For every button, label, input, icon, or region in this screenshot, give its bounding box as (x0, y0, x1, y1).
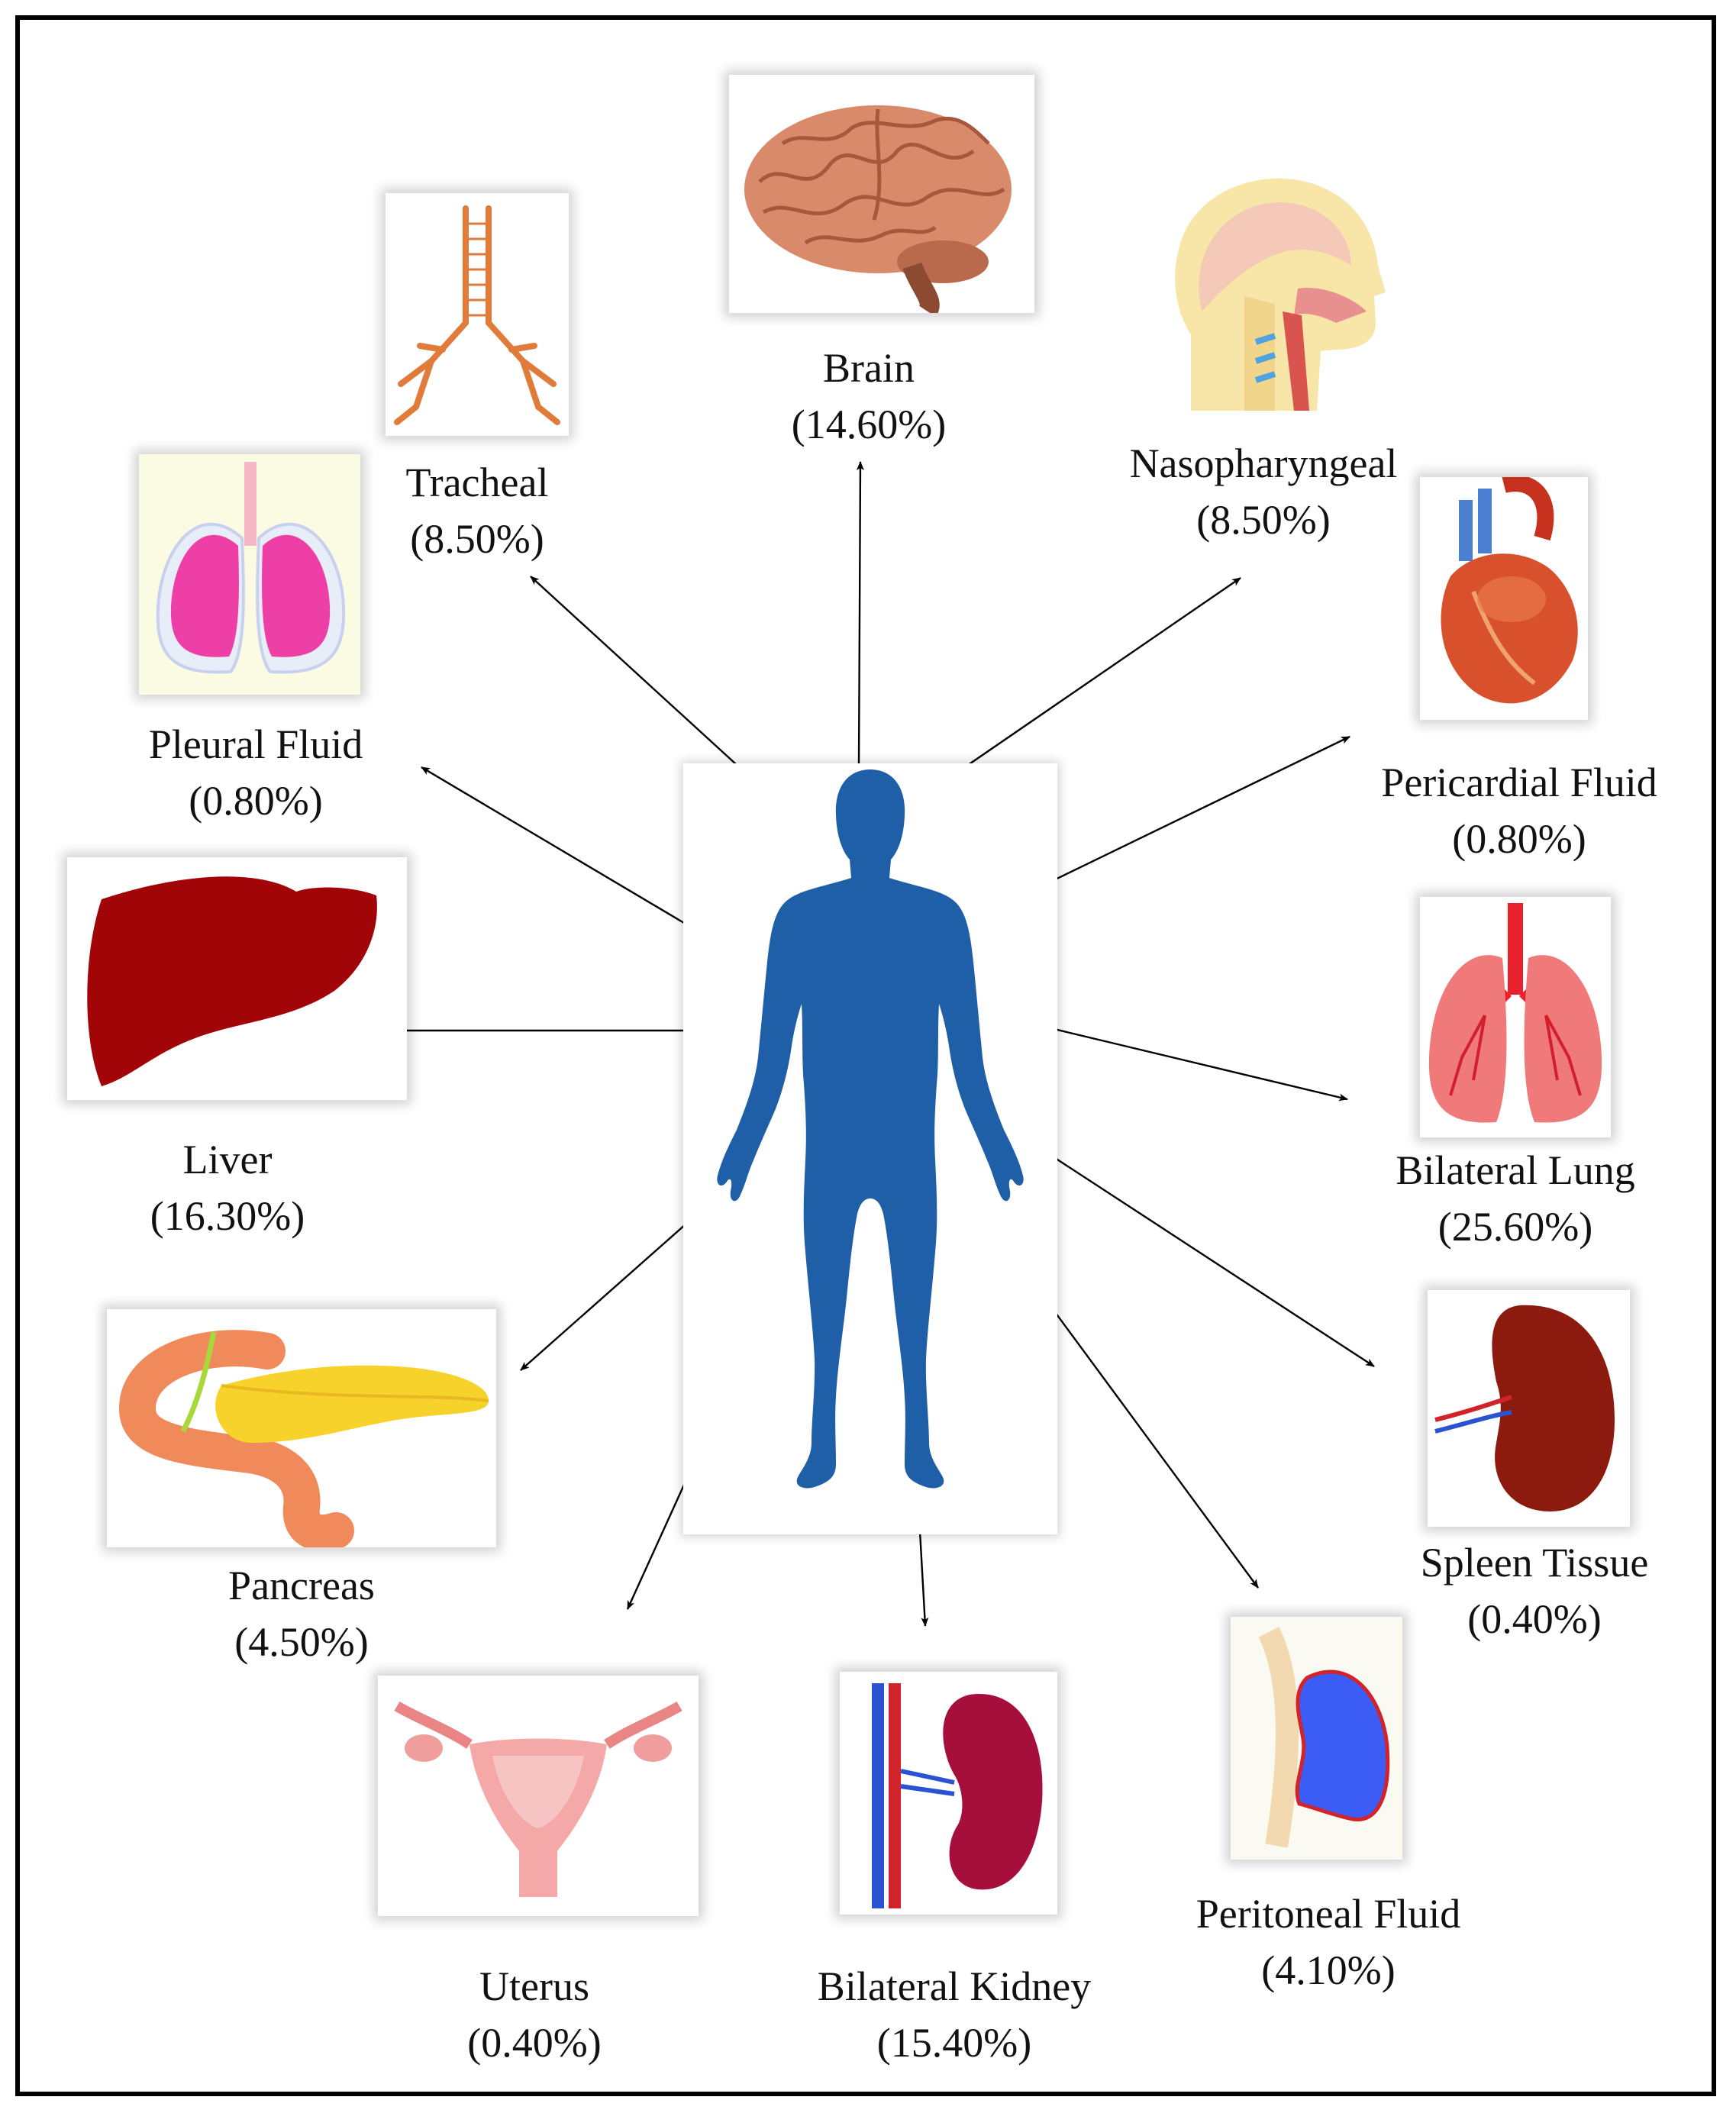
label-bilateral-lung: Bilateral Lung (25.60%) (1396, 1142, 1634, 1255)
peritoneal-fluid-card (1231, 1617, 1402, 1860)
peritoneum-icon (1231, 1617, 1402, 1860)
label-peritoneal-fluid: Peritoneal Fluid (4.10%) (1196, 1886, 1460, 1998)
uterus-icon (394, 1701, 682, 1897)
diagram-frame (15, 15, 1716, 2096)
brain-icon (744, 105, 1012, 313)
label-tracheal: Tracheal (8.50%) (406, 454, 549, 567)
label-bilateral-kidney: Bilateral Kidney (15.40%) (818, 1958, 1091, 2071)
spleen-tissue-card (1428, 1290, 1630, 1527)
tracheal-card (386, 193, 569, 436)
organ-name: Nasopharyngeal (1129, 440, 1398, 486)
organ-name: Pleural Fluid (148, 721, 363, 767)
label-uterus: Uterus (0.40%) (467, 1958, 601, 2071)
human-body-icon (717, 769, 1024, 1489)
human-body-card (683, 763, 1057, 1534)
organ-name: Spleen Tissue (1420, 1540, 1649, 1586)
label-nasopharyngeal: Nasopharyngeal (8.50%) (1130, 435, 1398, 548)
head-section-icon (1175, 178, 1386, 411)
organ-percent: (8.50%) (1196, 497, 1331, 543)
arrow-brain (856, 461, 864, 768)
lungs-pink-icon (139, 454, 360, 695)
organ-percent: (0.40%) (467, 2020, 602, 2066)
organ-percent: (25.60%) (1438, 1204, 1593, 1250)
organ-percent: (0.40%) (1467, 1596, 1602, 1642)
nasopharyngeal-card (1160, 159, 1397, 415)
label-brain: Brain (14.60%) (792, 340, 946, 453)
label-spleen-tissue: Spleen Tissue (0.40%) (1421, 1534, 1649, 1647)
heart-icon (1441, 477, 1578, 704)
bilateral-kidney-card (840, 1672, 1057, 1915)
label-pleural-fluid: Pleural Fluid (0.80%) (149, 716, 363, 829)
pericardial-fluid-card (1420, 477, 1588, 720)
organ-percent: (0.80%) (1452, 816, 1586, 862)
label-liver: Liver (16.30%) (150, 1131, 305, 1244)
organ-name: Pancreas (228, 1563, 375, 1608)
organ-percent: (15.40%) (876, 2020, 1032, 2066)
organ-name: Bilateral Kidney (817, 1963, 1092, 2009)
organ-name: Liver (182, 1137, 273, 1182)
organ-percent: (8.50%) (410, 516, 544, 562)
organ-percent: (14.60%) (791, 402, 947, 447)
organ-name: Uterus (479, 1963, 589, 2009)
label-pericardial-fluid: Pericardial Fluid (0.80%) (1381, 754, 1657, 867)
organ-percent: (0.80%) (189, 778, 323, 824)
trachea-icon (394, 205, 560, 425)
spleen-icon (1434, 1305, 1615, 1511)
organ-name: Pericardial Fluid (1381, 760, 1657, 805)
brain-card (729, 75, 1034, 313)
liver-icon (87, 876, 377, 1086)
pancreas-icon (118, 1330, 489, 1547)
organ-name: Peritoneal Fluid (1196, 1891, 1461, 1937)
uterus-card (378, 1676, 699, 1916)
organ-name: Bilateral Lung (1396, 1147, 1635, 1193)
pleural-fluid-card (139, 454, 360, 695)
liver-card (67, 857, 407, 1100)
organ-percent: (4.10%) (1261, 1947, 1396, 1993)
kidney-icon (872, 1683, 1043, 1908)
organ-name: Tracheal (405, 460, 549, 505)
bilateral-lung-card (1420, 897, 1611, 1137)
lungs-red-icon (1428, 903, 1602, 1123)
organ-percent: (16.30%) (150, 1193, 305, 1239)
organ-percent: (4.50%) (234, 1619, 369, 1665)
label-pancreas: Pancreas (4.50%) (228, 1557, 375, 1670)
pancreas-card (107, 1309, 496, 1547)
organ-name: Brain (823, 345, 915, 391)
